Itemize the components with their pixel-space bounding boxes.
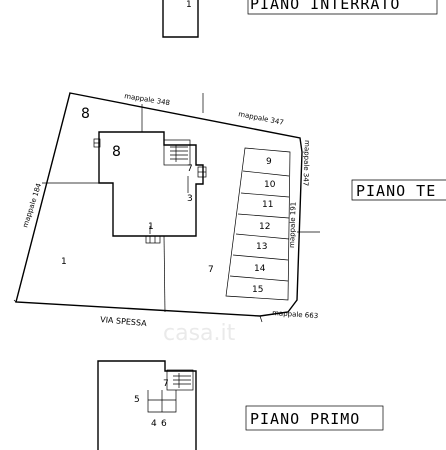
mappale-663-label: mappale 663 bbox=[272, 309, 319, 320]
yard-number-1: 1 bbox=[61, 257, 67, 267]
number-7-stair: 7 bbox=[187, 164, 193, 174]
primo-number-5: 5 bbox=[134, 395, 140, 405]
garage-divider bbox=[242, 170, 290, 177]
piano-terra-section: mappale 348 mappale 347 mappale 347 mapp… bbox=[13, 92, 446, 328]
mappale-191-label: mappale 191 bbox=[288, 202, 298, 248]
primo-number-4: 4 bbox=[151, 419, 157, 429]
piano-terra-label: PIANO TE bbox=[356, 182, 436, 200]
piano-interrato-label: PIANO INTERRATO bbox=[250, 0, 400, 13]
house-number-1: 1 bbox=[148, 222, 154, 232]
garage-number-14: 14 bbox=[254, 264, 266, 274]
garage-number-13: 13 bbox=[256, 242, 267, 252]
primo-number-6: 6 bbox=[161, 419, 167, 429]
primo-stair-icon bbox=[173, 373, 191, 388]
piano-terra-frame bbox=[351, 179, 446, 201]
primo-number-7: 7 bbox=[163, 379, 169, 389]
garage-number-10: 10 bbox=[264, 180, 276, 190]
street-label: VIA SPESSA bbox=[100, 315, 148, 328]
house-number-8: 8 bbox=[112, 144, 121, 160]
stair-icon bbox=[170, 145, 188, 162]
garage-divider bbox=[232, 254, 289, 261]
porch-west-icon bbox=[93, 138, 101, 148]
piano-interrato-frame bbox=[247, 0, 438, 15]
garage-divider bbox=[237, 213, 290, 219]
garage-strip bbox=[225, 147, 291, 301]
stair-block bbox=[163, 139, 191, 166]
entrance-step-icon bbox=[145, 235, 161, 244]
interrato-number-1: 1 bbox=[186, 0, 192, 10]
primo-stair-block bbox=[166, 369, 194, 391]
porch-east-icon bbox=[197, 166, 207, 178]
garage-number-12: 12 bbox=[259, 222, 270, 232]
piano-primo-section: 7 5 4 6 PIANO PRIMO bbox=[97, 360, 384, 450]
lot-boundary bbox=[15, 92, 303, 317]
yard-number-7: 7 bbox=[208, 265, 214, 275]
garage-divider bbox=[229, 275, 289, 282]
lot-number-8: 8 bbox=[81, 106, 90, 122]
mappale-347-label-side: mappale 347 bbox=[301, 140, 311, 186]
garage-divider bbox=[235, 233, 290, 240]
number-3: 3 bbox=[187, 194, 193, 204]
mappale-663-tick bbox=[259, 315, 263, 323]
piano-primo-label: PIANO PRIMO bbox=[250, 410, 360, 428]
garage-number-11: 11 bbox=[262, 200, 273, 210]
piano-primo-frame bbox=[245, 405, 384, 431]
yard-divider bbox=[163, 235, 166, 313]
mappale-184-label: mappale 184 bbox=[21, 182, 43, 229]
lot-corner bbox=[13, 299, 17, 303]
mappale-347-label-top: mappale 347 bbox=[238, 110, 285, 127]
garage-number-9: 9 bbox=[266, 157, 272, 167]
interrato-building-outline bbox=[162, 0, 199, 38]
garage-number-15: 15 bbox=[252, 285, 263, 295]
piano-interrato-section: 1 PIANO INTERRATO bbox=[162, 0, 438, 38]
primo-building-outline bbox=[97, 360, 197, 450]
garage-divider bbox=[240, 192, 290, 198]
watermark: casa.it bbox=[163, 321, 236, 346]
